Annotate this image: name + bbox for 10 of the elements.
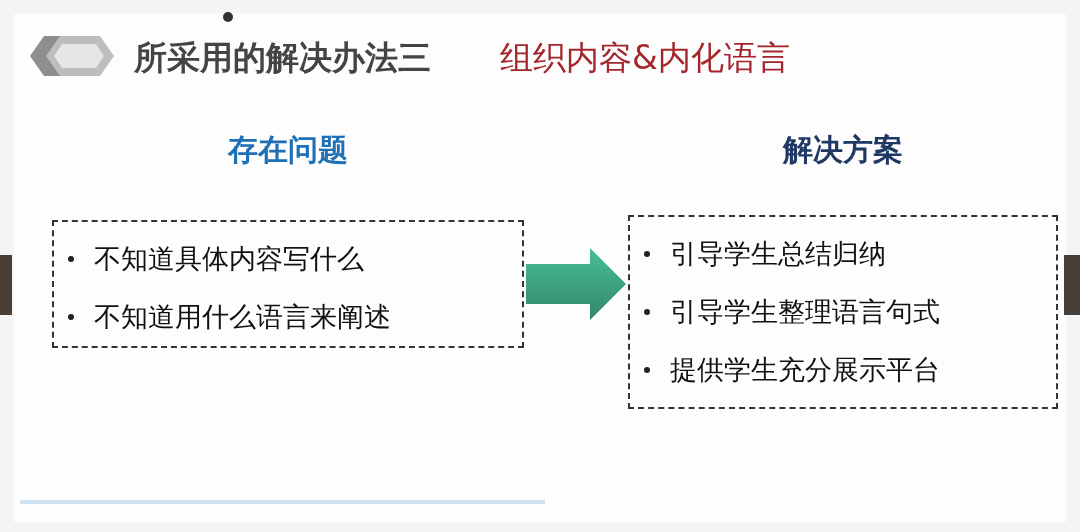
bullet-text: 引导学生整理语言句式 (670, 295, 940, 329)
subtitle: 组织内容&内化语言 (500, 37, 790, 79)
bullet-text: 引导学生总结归纳 (670, 237, 886, 271)
bullet-text: 不知道具体内容写什么 (94, 242, 364, 276)
column-heading: 解决方案 (781, 131, 904, 169)
slide-title: 所采用的解决办法三 (134, 37, 431, 79)
bullet-text: 不知道用什么语言来阐述 (94, 300, 391, 334)
block-arrow (526, 248, 626, 320)
bullet-text: 提供学生充分展示平台 (670, 353, 940, 387)
column-heading: 存在问题 (226, 131, 349, 169)
